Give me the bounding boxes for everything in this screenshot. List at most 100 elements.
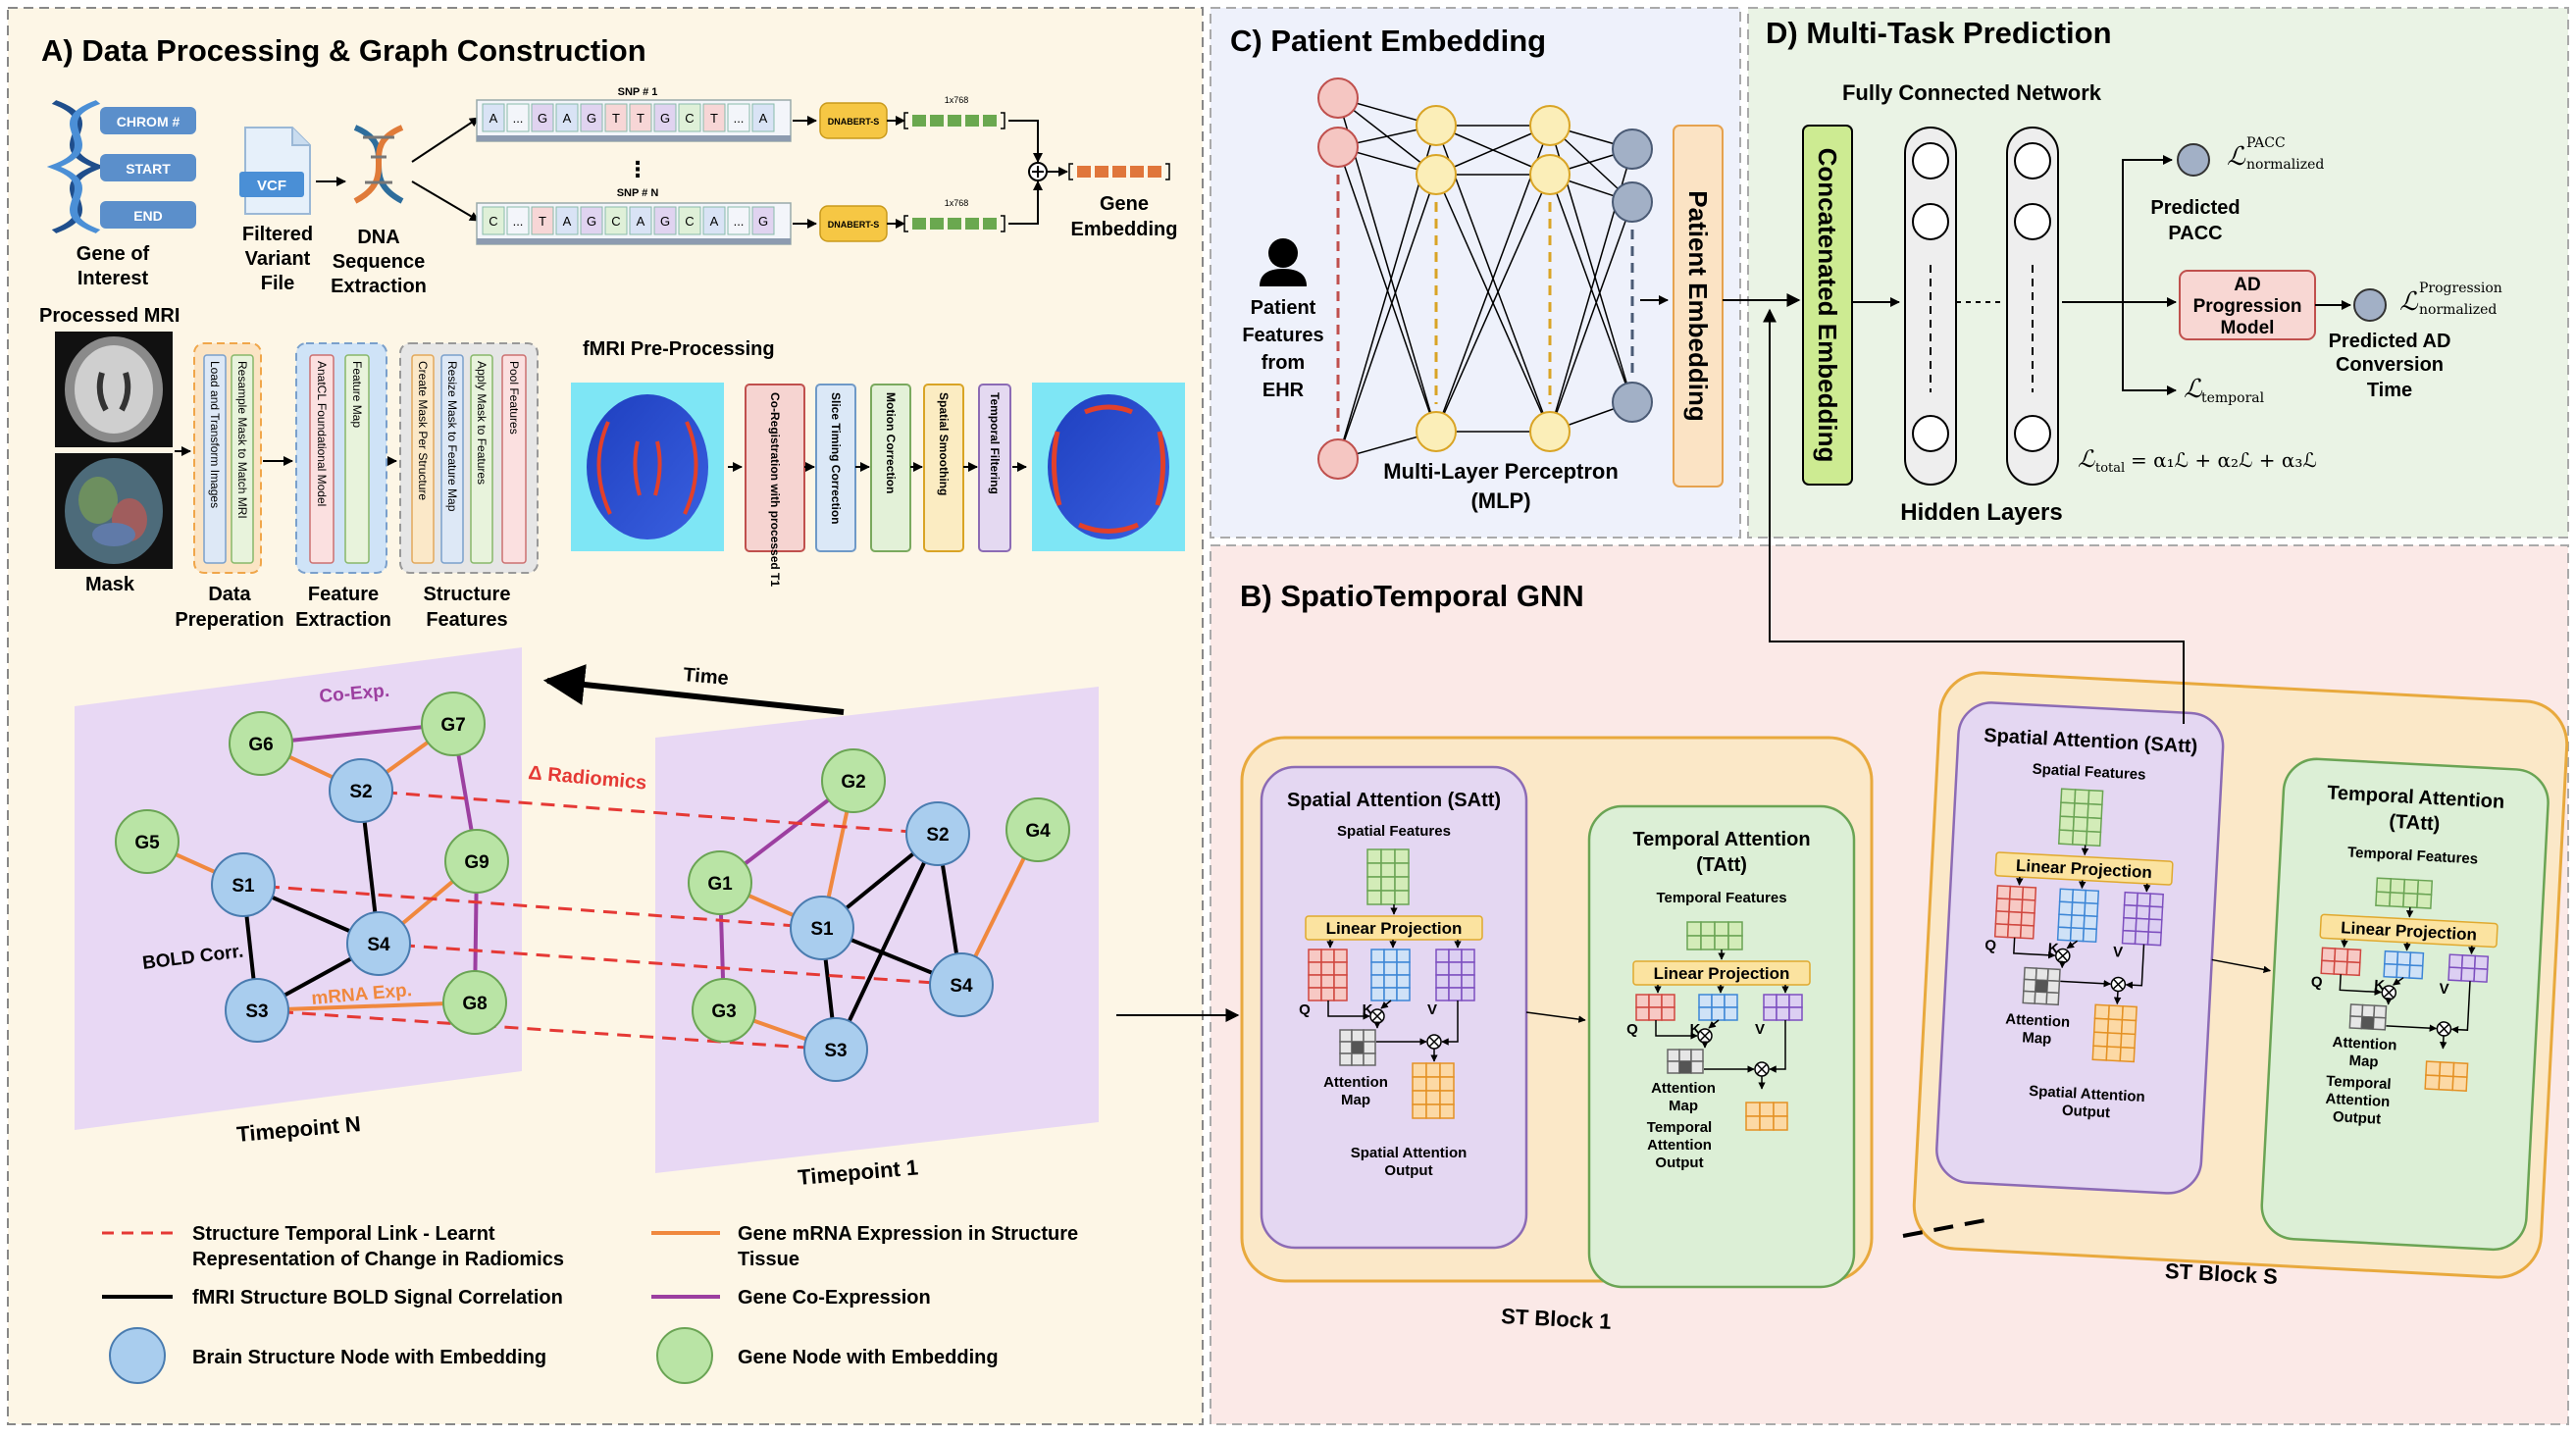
- matrix-cell: [1699, 1007, 1712, 1020]
- matrix-cell: [2335, 949, 2348, 962]
- matrix-cell: [1725, 1007, 1737, 1020]
- matrix-cell: [2425, 1075, 2440, 1090]
- ad-output-node: [2354, 289, 2386, 321]
- matrix-cell: [2121, 1034, 2136, 1049]
- matrix-cell: [2418, 880, 2433, 895]
- matrix-cell: [2060, 802, 2075, 817]
- base-letter: ...: [734, 214, 745, 229]
- matrix-cell: [1715, 936, 1728, 949]
- matrix-cell: [1395, 863, 1409, 877]
- legend-temporal-link: Structure Temporal Link - Learnt: [192, 1223, 495, 1245]
- matrix-cell: [2125, 893, 2138, 906]
- base-letter: A: [489, 111, 498, 126]
- temporal-output-label-3: Output: [1655, 1155, 1703, 1171]
- matrix-cell: [1449, 988, 1462, 1001]
- matrix-cell: [2377, 878, 2392, 893]
- mlp-neuron: [1530, 106, 1570, 145]
- matrix-cell: [1397, 988, 1410, 1001]
- matrix-cell: [2120, 1048, 2135, 1062]
- matrix-cell: [1334, 975, 1347, 988]
- matrix-cell: [1384, 975, 1397, 988]
- matrix-cell: [1462, 962, 1474, 975]
- matrix-cell: [2449, 954, 2463, 968]
- fmri-step-label: Co-Registration with processed T1: [768, 392, 782, 587]
- matrix-cell: [1746, 1116, 1760, 1130]
- matrix-cell: [1395, 877, 1409, 891]
- matrix-cell: [2385, 951, 2398, 965]
- end-tag: END: [100, 201, 196, 229]
- node-label: G3: [711, 1001, 736, 1022]
- structure-features-label: Structure: [424, 584, 511, 605]
- structure-features-label-2: Features: [426, 609, 507, 631]
- matrix-cell: [1995, 924, 2009, 938]
- attention-map-dark-cell: [1679, 1061, 1691, 1073]
- matrix-cell: [1995, 911, 2009, 925]
- node-label: S4: [367, 935, 390, 955]
- matrix-cell: [2071, 915, 2085, 929]
- pacc-loss-sup: PACC: [2246, 135, 2286, 151]
- step-apply-mask: Apply Mask to Features: [475, 361, 489, 485]
- base-letter: C: [611, 214, 620, 229]
- matrix-cell: [1397, 949, 1410, 962]
- prog-loss-sup: Progression: [2419, 281, 2502, 296]
- matrix-cell: [2047, 969, 2060, 982]
- fmri-step-label: Slice Timing Correction: [829, 392, 843, 524]
- svg-text:AD: AD: [2234, 275, 2260, 295]
- matrix-cell: [1397, 975, 1410, 988]
- fmri-step-label: Motion Correction: [884, 392, 898, 493]
- matrix-cell: [1462, 949, 1474, 962]
- total-loss-sub: total: [2095, 461, 2125, 476]
- matrix-cell: [1413, 1104, 1426, 1118]
- base-letter: A: [563, 214, 572, 229]
- matrix-cell: [2373, 1017, 2386, 1030]
- matrix-cell: [1687, 936, 1701, 949]
- start-tag: START: [100, 154, 196, 181]
- matrix-cell: [1436, 949, 1449, 962]
- attention-map-label-2: Map: [2022, 1029, 2052, 1048]
- matrix-cell: [2403, 894, 2418, 908]
- satt-title: Spatial Attention (SAtt): [1287, 790, 1501, 811]
- matrix-cell: [2474, 968, 2488, 982]
- fmri-step-label: Temporal Filtering: [988, 392, 1002, 494]
- strand-bar: [477, 135, 791, 141]
- matrix-cell: [2094, 1004, 2109, 1019]
- fcn-label: Fully Connected Network: [1842, 80, 2102, 105]
- attention-map-dark-cell: [2035, 980, 2048, 993]
- matrix-cell: [2410, 952, 2424, 966]
- pred-ad-label-2: Conversion: [2336, 354, 2444, 376]
- matrix-cell: [2397, 951, 2411, 965]
- matrix-cell: [2137, 905, 2150, 919]
- node-label: G2: [841, 772, 865, 793]
- matrix-cell: [1712, 995, 1725, 1007]
- legend-brain-node: Brain Structure Node with Embedding: [192, 1347, 546, 1368]
- matrix-cell: [1760, 1116, 1774, 1130]
- attention-map-label: Attention: [2332, 1034, 2397, 1053]
- qkv-label: Q: [1984, 937, 1997, 954]
- matrix-cell: [2346, 962, 2360, 976]
- gene-embedding-vector: [1069, 164, 1169, 180]
- matrix-cell: [2149, 906, 2163, 920]
- matrix-cell: [2047, 981, 2060, 994]
- flow-arrow: [2409, 907, 2410, 917]
- svg-text:Patient Embedding: Patient Embedding: [1683, 190, 1713, 421]
- matrix-cell: [1440, 1077, 1454, 1091]
- dnabert-1: DNABERT-S: [820, 103, 887, 138]
- matrix-cell: [2123, 931, 2137, 945]
- matrix-cell: [1321, 988, 1334, 1001]
- svg-text:START: START: [126, 161, 171, 177]
- vector-cell: [1077, 166, 1091, 178]
- snpn-embedding-vector: [904, 216, 1005, 231]
- hidden-neuron: [2015, 143, 2050, 179]
- sum-icon: [1029, 163, 1047, 180]
- patient-features-label-2: Features: [1242, 325, 1323, 346]
- ad-progression-model-block: AD Progression Model: [2180, 271, 2315, 339]
- vector-cell: [930, 115, 944, 127]
- base-letter: A: [637, 214, 645, 229]
- gene-embedding-label: Gene: [1100, 193, 1149, 215]
- data-preparation-label-2: Preperation: [175, 609, 283, 631]
- hidden-layers-label: Hidden Layers: [1900, 499, 2062, 526]
- base-letter: T: [539, 214, 546, 229]
- matrix-cell: [1367, 891, 1381, 904]
- base-letter: T: [710, 111, 718, 126]
